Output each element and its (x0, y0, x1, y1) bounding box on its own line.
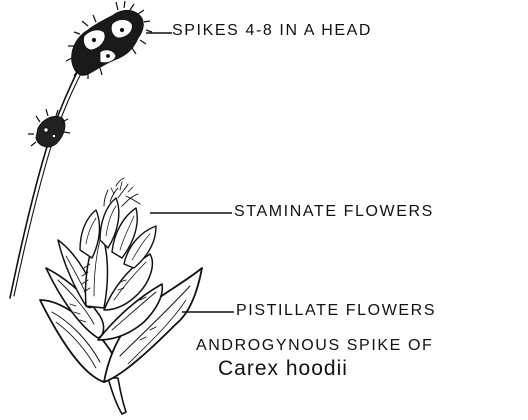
label-spikes-in-head: SPIKES 4-8 IN A HEAD (172, 22, 372, 40)
label-pistillate-flowers: PISTILLATE FLOWERS (236, 302, 436, 320)
spike-head (66, 1, 152, 79)
caption-species-name: Carex hoodii (218, 357, 348, 381)
label-staminate-flowers: STAMINATE FLOWERS (234, 203, 434, 221)
caption-line-1: ANDROGYNOUS SPIKE OF (196, 337, 433, 355)
lower-spike-cluster (28, 109, 70, 147)
leader-lines (146, 33, 234, 312)
